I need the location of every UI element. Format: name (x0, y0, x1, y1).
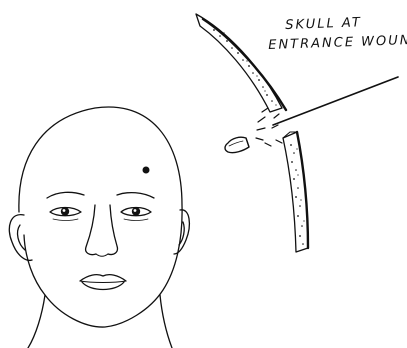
bone-fragments (256, 108, 282, 146)
nose (86, 205, 96, 255)
bullet-trajectory (273, 77, 398, 125)
left-eyebrow (47, 192, 84, 198)
neck (28, 295, 45, 348)
skull-fragment-lower (283, 132, 308, 252)
bullet-icon (225, 137, 249, 152)
head-outline (19, 107, 182, 327)
forehead-wound (143, 167, 150, 174)
skull-cross-section (196, 14, 308, 252)
skull-fragment-upper (196, 14, 282, 112)
mouth (80, 275, 126, 281)
head-drawing (9, 107, 189, 348)
trajectory-line (273, 77, 398, 125)
left-ear (9, 215, 32, 261)
right-eyebrow (117, 193, 154, 198)
